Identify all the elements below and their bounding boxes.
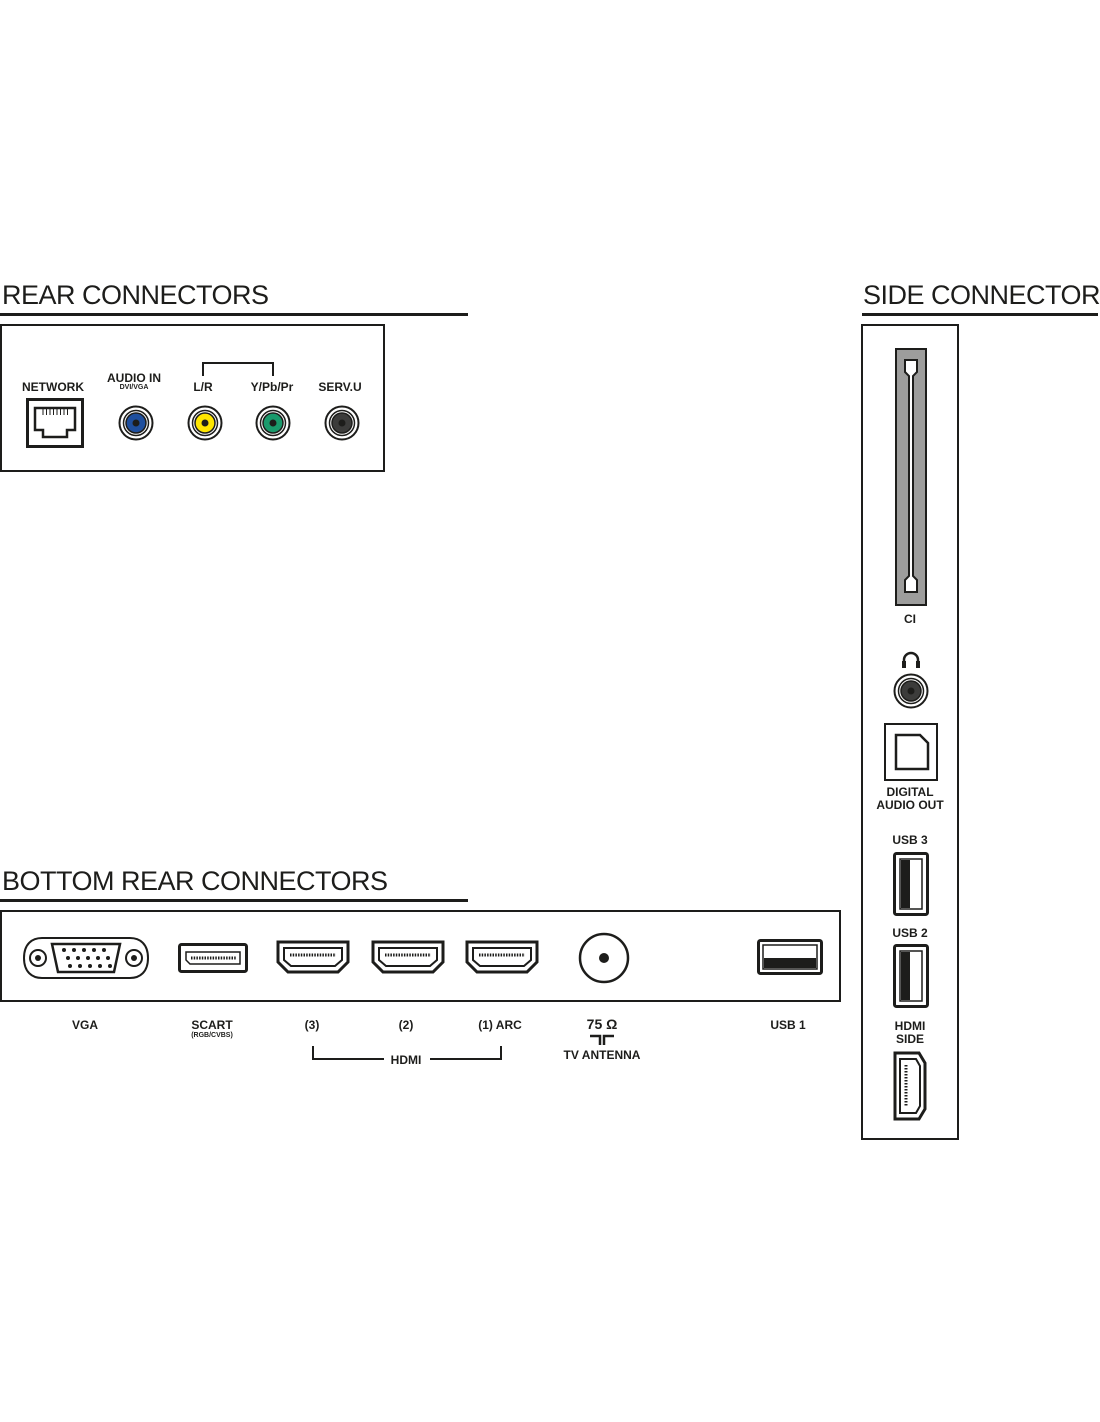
audio-in-sublabel: DVI/VGA (119, 384, 149, 391)
side-connectors-title: SIDE CONNECTORS (863, 280, 1100, 310)
tv-antenna-label: TV ANTENNA (563, 1048, 641, 1062)
usb3-label: USB 3 (892, 833, 928, 847)
usb3-port-icon (893, 852, 929, 916)
hdmi1-arc-port-icon (465, 940, 539, 974)
lr-jack-icon (187, 405, 223, 441)
rear-connectors-title: REAR CONNECTORS (2, 280, 269, 310)
hdmi-group-label: HDMI (390, 1053, 422, 1067)
antenna-ohm-label: 75 Ω (586, 1016, 618, 1032)
usb2-port-icon (893, 944, 929, 1008)
hdmi2-port-icon (371, 940, 445, 974)
bottom-title-rule (0, 899, 468, 902)
rear-connectors-panel (0, 324, 385, 472)
scart-port-icon (178, 943, 248, 973)
hdmi-side-label-2: SIDE (895, 1032, 925, 1046)
servu-jack-icon (324, 405, 360, 441)
headphones-icon (902, 651, 920, 668)
antenna-symbol-icon (590, 1034, 614, 1045)
servu-label: SERV.U (318, 380, 362, 394)
ci-label: CI (904, 612, 916, 626)
scart-label: SCART (191, 1018, 233, 1032)
ci-slot-icon (895, 348, 927, 606)
hdmi-group-bracket-left (312, 1046, 384, 1060)
hdmi-group-bracket-right (430, 1046, 502, 1060)
digital-audio-out-label-2: AUDIO OUT (876, 798, 944, 812)
usb1-port-icon (757, 939, 823, 975)
network-port-icon (26, 398, 84, 448)
audio-in-label: AUDIO IN (107, 371, 161, 385)
scart-sublabel: (RGB/CVBS) (191, 1032, 233, 1039)
rear-title-rule (0, 313, 468, 316)
bottom-rear-connectors-panel (0, 910, 841, 1002)
hdmi3-port-icon (276, 940, 350, 974)
hdmi2-label: (2) (398, 1018, 414, 1032)
lr-label: L/R (193, 380, 213, 394)
side-connectors-panel (861, 324, 959, 1140)
antenna-port-icon (578, 932, 630, 984)
headphone-jack-icon (893, 673, 929, 709)
vga-port-icon (22, 937, 150, 979)
vga-label: VGA (71, 1018, 99, 1032)
hdmi-side-port-icon (893, 1051, 927, 1121)
usb2-label: USB 2 (892, 926, 928, 940)
network-label: NETWORK (22, 380, 84, 394)
audio-in-jack-icon (118, 405, 154, 441)
digital-audio-out-label-1: DIGITAL (886, 785, 934, 799)
component-bracket (202, 362, 274, 376)
hdmi-side-label-1: HDMI (894, 1019, 926, 1033)
optical-port-icon (884, 723, 938, 781)
hdmi3-label: (3) (304, 1018, 320, 1032)
side-title-rule (862, 313, 1098, 316)
usb1-label: USB 1 (770, 1018, 806, 1032)
hdmi1-arc-label: (1) ARC (478, 1018, 522, 1032)
bottom-rear-connectors-title: BOTTOM REAR CONNECTORS (2, 866, 388, 896)
ypbpr-label: Y/Pb/Pr (250, 380, 294, 394)
ypbpr-jack-icon (255, 405, 291, 441)
